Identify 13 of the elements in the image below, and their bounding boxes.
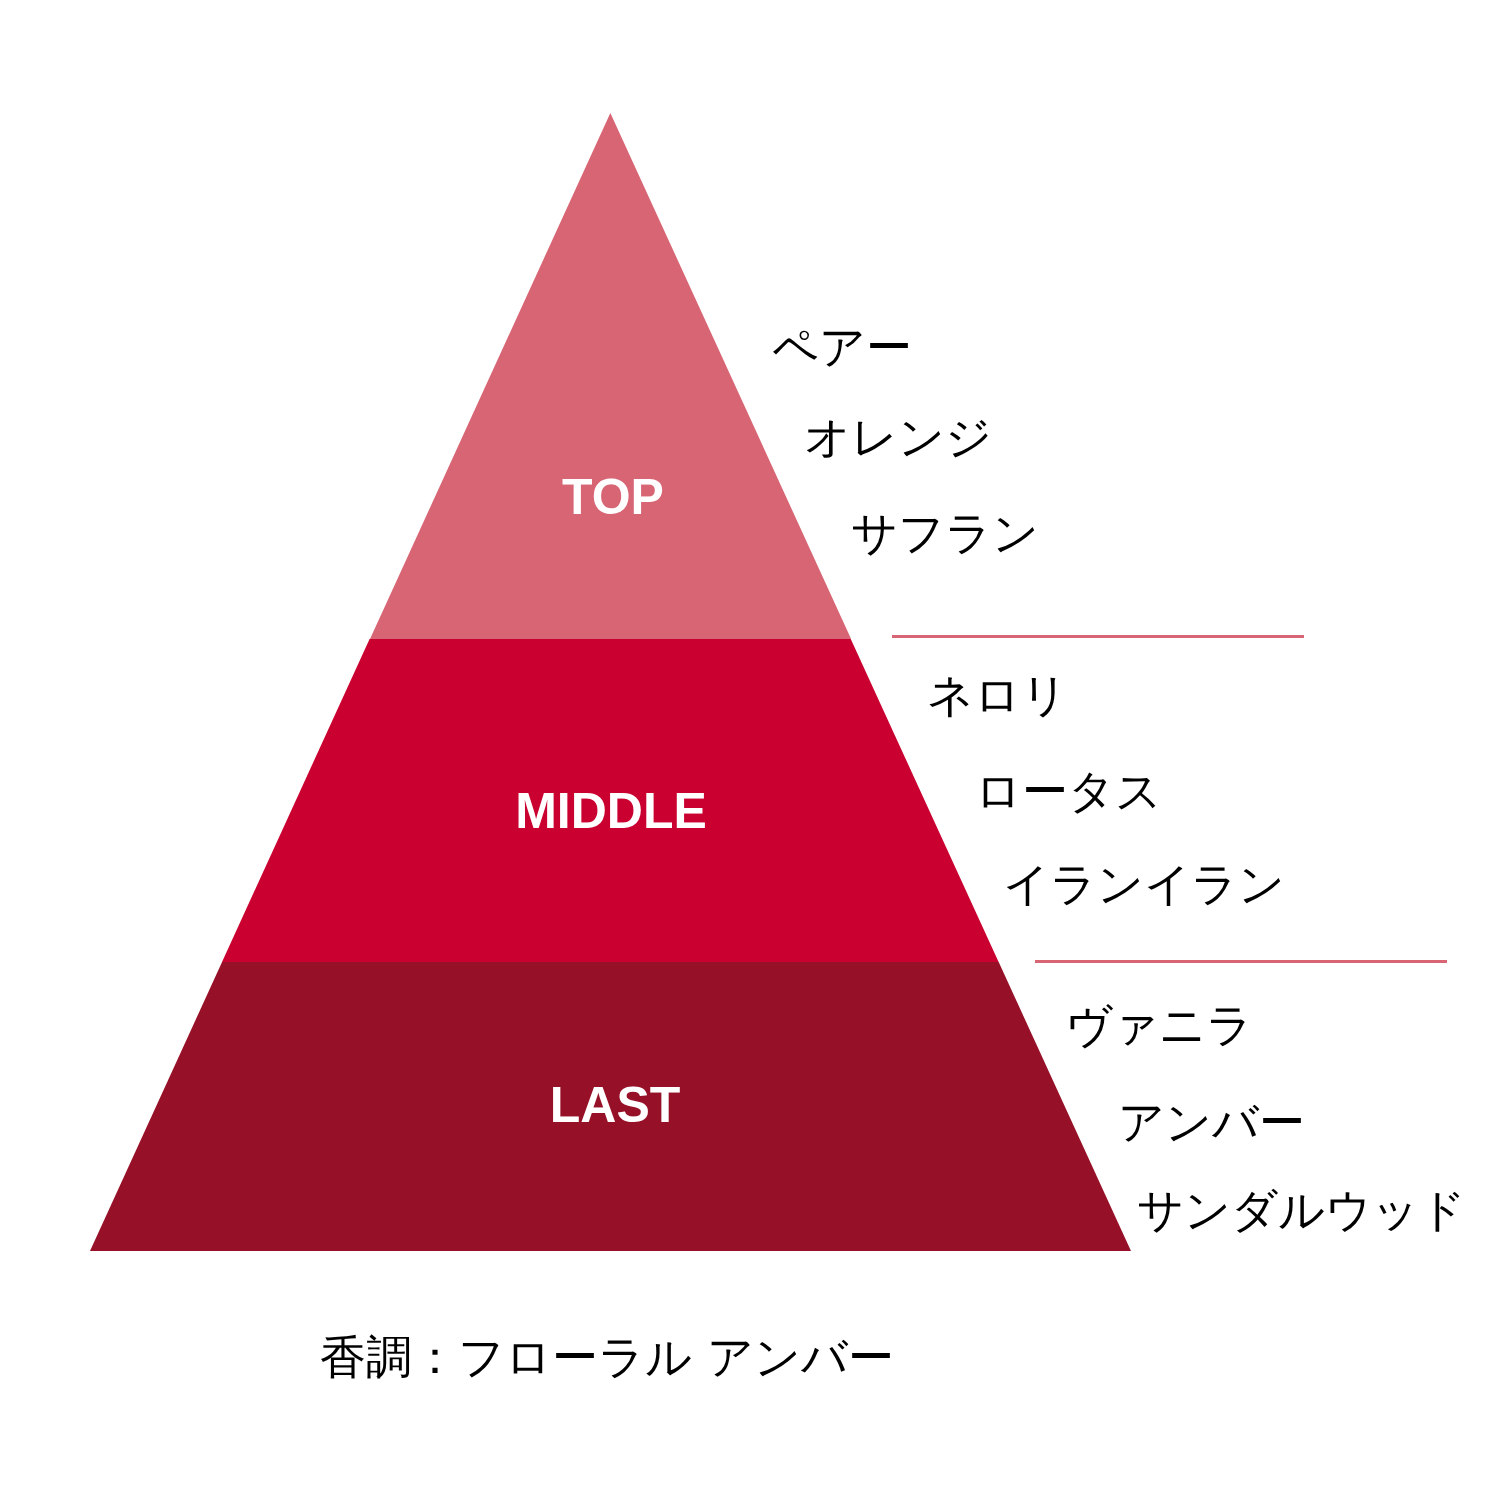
scent-note: イランイラン bbox=[1003, 861, 1285, 907]
scent-note: ヴァニラ bbox=[1065, 1002, 1253, 1048]
scent-note: ペアー bbox=[772, 324, 912, 370]
caption: 香調：フローラル アンバー bbox=[320, 1334, 894, 1380]
scent-note: アンバー bbox=[1118, 1099, 1305, 1145]
scent-note: ロータス bbox=[975, 768, 1162, 814]
tier-label: MIDDLE bbox=[515, 786, 707, 836]
scent-note: サフラン bbox=[851, 510, 1039, 556]
tier-label: LAST bbox=[549, 1080, 681, 1130]
scent-note: サンダルウッド bbox=[1137, 1187, 1466, 1233]
scent-note: ネロリ bbox=[927, 672, 1068, 718]
tier-label: TOP bbox=[562, 472, 664, 522]
scent-note: オレンジ bbox=[804, 414, 992, 460]
